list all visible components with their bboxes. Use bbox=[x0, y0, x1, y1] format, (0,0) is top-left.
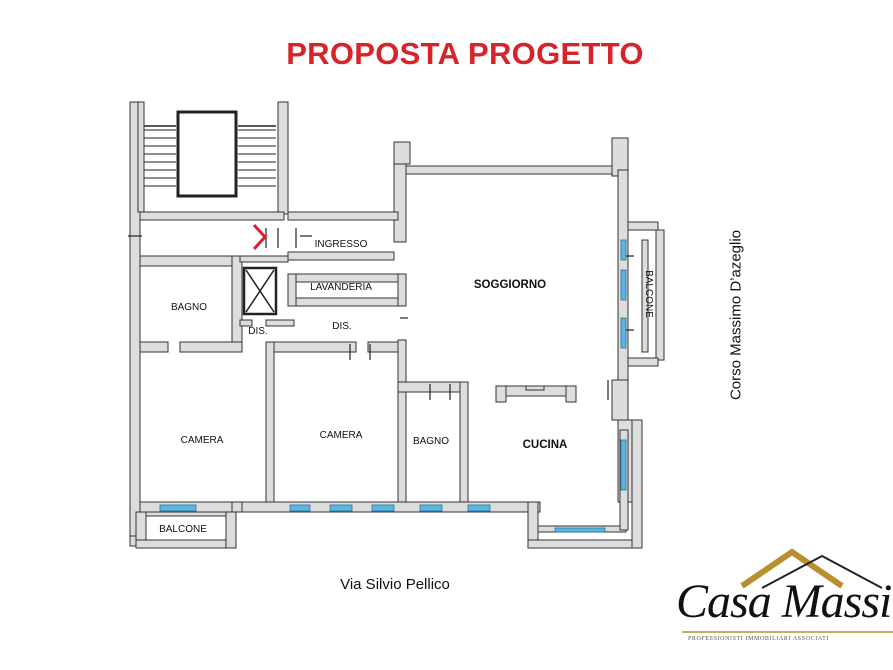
wall bbox=[287, 273, 401, 283]
room-label-dis-left: DIS. bbox=[248, 326, 267, 337]
wall bbox=[287, 251, 395, 261]
wall bbox=[393, 141, 411, 165]
window bbox=[554, 527, 606, 533]
wall bbox=[179, 341, 243, 353]
wall bbox=[641, 239, 649, 353]
wall bbox=[397, 381, 461, 393]
plan-title: PROPOSTA PROGETTO bbox=[286, 36, 644, 71]
wall bbox=[527, 501, 539, 543]
wall bbox=[565, 385, 577, 403]
windows bbox=[159, 239, 627, 533]
wall bbox=[139, 211, 285, 221]
room-label-dis-center: DIS. bbox=[332, 321, 351, 332]
room-label-balcone-right: BALCONE bbox=[643, 270, 654, 318]
room-label-bagno-center: BAGNO bbox=[413, 436, 449, 447]
room-label-camera-left: CAMERA bbox=[181, 435, 224, 446]
room-label-bagno-left: BAGNO bbox=[171, 302, 207, 313]
logo-tagline: PROFESSIONISTI IMMOBILIARI ASSOCIATI bbox=[688, 636, 829, 642]
room-label-ingresso: INGRESSO bbox=[315, 239, 368, 250]
wall bbox=[231, 501, 243, 513]
staircase bbox=[144, 110, 276, 198]
wall bbox=[459, 381, 469, 503]
wall bbox=[137, 101, 145, 213]
window bbox=[620, 269, 627, 301]
logo-name: Casa Massi bbox=[676, 575, 892, 628]
wall bbox=[139, 341, 169, 353]
wall bbox=[265, 341, 275, 503]
entry-arrow-icon bbox=[252, 223, 268, 251]
wall bbox=[225, 511, 237, 549]
street-label-right: Corso Massimo D’azeglio bbox=[727, 229, 745, 401]
room-label-balcone-bottom: BALCONE bbox=[159, 524, 207, 535]
wall bbox=[631, 419, 643, 549]
wall bbox=[397, 273, 407, 307]
wall bbox=[525, 385, 545, 391]
wall bbox=[239, 319, 253, 327]
room-label-cucina: CUCINA bbox=[523, 439, 568, 451]
wall bbox=[239, 255, 289, 263]
street-label-bottom: Via Silvio Pellico bbox=[340, 576, 450, 593]
agency-logo: Casa Massi PROFESSIONISTI IMMOBILIARI AS… bbox=[672, 548, 893, 670]
window bbox=[620, 239, 627, 261]
room-label-soggiorno: SOGGIORNO bbox=[474, 279, 546, 291]
window bbox=[329, 504, 353, 512]
wall bbox=[265, 341, 357, 353]
wall bbox=[397, 391, 407, 503]
wall bbox=[397, 339, 407, 383]
wall bbox=[655, 229, 665, 361]
room-label-camera-center: CAMERA bbox=[320, 430, 363, 441]
wall bbox=[627, 357, 659, 367]
wall bbox=[135, 539, 233, 549]
shaft-cross bbox=[245, 269, 275, 313]
wall bbox=[495, 385, 507, 403]
wall bbox=[287, 297, 401, 307]
wall bbox=[287, 211, 399, 221]
fixtures bbox=[128, 228, 634, 400]
wall bbox=[277, 101, 289, 215]
wall bbox=[611, 379, 629, 421]
wall bbox=[405, 165, 613, 175]
window bbox=[620, 439, 627, 491]
wall bbox=[145, 511, 227, 517]
roof-logo-icon bbox=[682, 548, 893, 633]
wall bbox=[265, 319, 295, 327]
room-label-lavanderia: LAVANDERIA bbox=[310, 282, 372, 293]
wall bbox=[139, 255, 241, 267]
wall bbox=[527, 539, 639, 549]
wall bbox=[627, 221, 659, 231]
window bbox=[159, 504, 197, 512]
window bbox=[289, 504, 311, 512]
wall bbox=[231, 255, 243, 343]
window bbox=[620, 317, 627, 349]
stair-well bbox=[176, 110, 238, 198]
wall bbox=[287, 273, 297, 307]
window bbox=[371, 504, 395, 512]
window bbox=[419, 504, 443, 512]
window bbox=[467, 504, 491, 512]
